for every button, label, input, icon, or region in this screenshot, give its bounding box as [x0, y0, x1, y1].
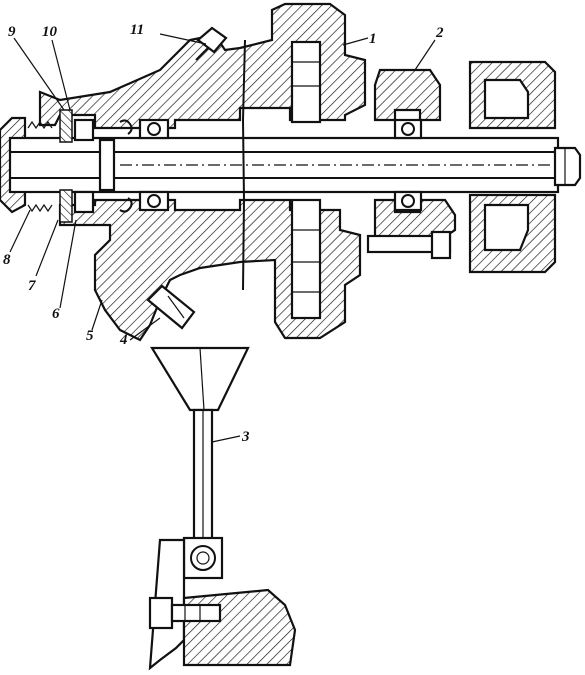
coupling-hub [468, 60, 557, 274]
callout-1: 1 [369, 31, 377, 47]
callout-5: 5 [86, 328, 94, 344]
base-plate [148, 588, 297, 667]
leader-lines [9, 33, 436, 443]
callout-9: 9 [8, 24, 16, 40]
seal-assembly [27, 109, 133, 223]
drain-fitting-4 [146, 284, 196, 330]
grease-nipple-11 [195, 26, 228, 61]
drain-funnel-3 [148, 346, 250, 671]
callout-11: 11 [130, 22, 144, 38]
housing-bolt [366, 230, 452, 260]
callout-2: 2 [435, 25, 444, 41]
callout-7: 7 [28, 278, 36, 294]
impeller-1 [290, 40, 322, 320]
shaft [8, 136, 582, 194]
callout-4: 4 [119, 332, 128, 348]
callout-8: 8 [3, 252, 11, 268]
ball-bearings [138, 118, 423, 212]
callout-10: 10 [42, 24, 58, 40]
callout-3: 3 [241, 429, 250, 445]
callout-6: 6 [52, 306, 60, 322]
break-line [241, 39, 246, 291]
